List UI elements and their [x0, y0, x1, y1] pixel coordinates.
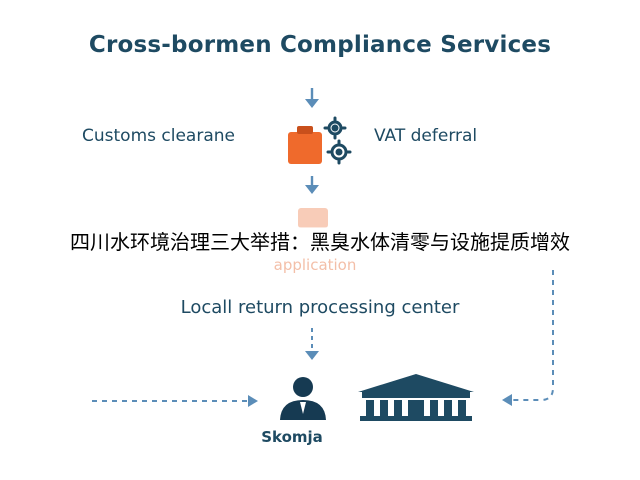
diagram-title: Cross-bormen Compliance Services: [88, 32, 552, 58]
return-center-label: Locall return processing center: [180, 297, 460, 318]
bank-building-icon: [358, 374, 474, 421]
gear-icon: [327, 120, 348, 161]
right-dashed-connector: [502, 270, 554, 406]
application-icon: [298, 208, 328, 228]
overlay-caption: 四川水环境治理三大举措：黑臭水体清零与设施提质增效: [0, 227, 640, 257]
person-label: Skomja: [261, 428, 323, 446]
person-icon: [280, 377, 326, 420]
clipboard-icon: [288, 126, 322, 164]
arrow-down-1: [305, 88, 319, 108]
vat-deferral-label: VAT deferral: [374, 126, 478, 146]
customs-clearance-label: Customs clearane: [82, 126, 235, 146]
gear-teeth: [323, 116, 352, 165]
arrow-down-2: [305, 176, 319, 194]
left-dashed-arrow: [92, 395, 258, 407]
arrow-down-3: [305, 328, 319, 360]
application-label: application: [273, 256, 357, 274]
